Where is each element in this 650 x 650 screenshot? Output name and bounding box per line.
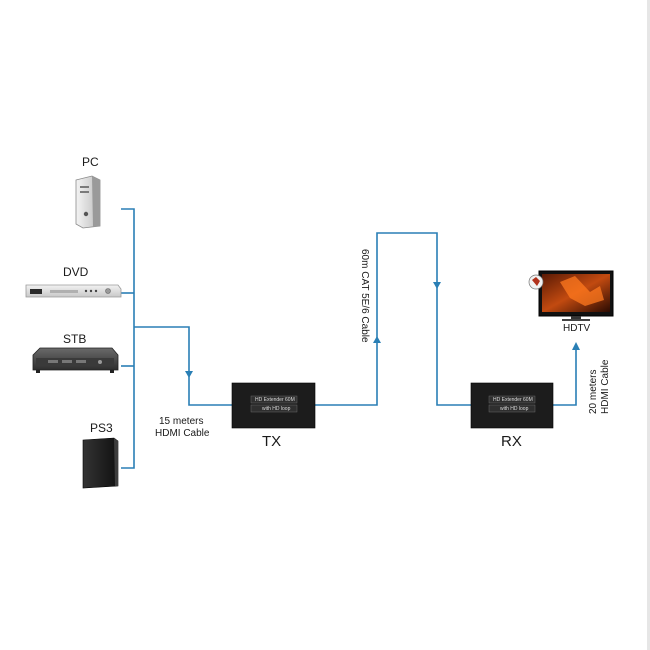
- page-edge: [647, 0, 650, 650]
- arrow-down-cat: [433, 282, 441, 289]
- hdtv-icon: [528, 270, 614, 321]
- output-cable-label: 20 meters HDMI Cable: [588, 360, 612, 414]
- input-cable-label: 15 meters HDMI Cable: [155, 416, 209, 440]
- input-cable-type: HDMI Cable: [155, 428, 210, 439]
- output-cable-length: 20 meters: [588, 369, 599, 414]
- rx-box-line2: with HD loop: [500, 406, 529, 412]
- pc-tower-icon: [75, 175, 101, 229]
- source-label-ps3: PS3: [90, 421, 113, 435]
- arrow-down-input: [185, 371, 193, 378]
- dvd-player-icon: [25, 284, 122, 298]
- output-cable-type: HDMI Cable: [600, 359, 611, 414]
- connection-lines: [121, 208, 577, 469]
- source-label-dvd: DVD: [63, 265, 89, 279]
- source-label-stb: STB: [63, 332, 87, 346]
- tx-box-line1: HD Extender 60M: [255, 397, 295, 403]
- hdtv-label: HDTV: [563, 323, 591, 334]
- source-bus-line: [121, 208, 135, 469]
- rx-box-icon: [470, 382, 554, 429]
- tx-label: TX: [262, 433, 282, 450]
- flow-arrows: [185, 282, 580, 378]
- tx-box-line2: with HD loop: [262, 406, 291, 412]
- rx-box-line1: HD Extender 60M: [493, 397, 533, 403]
- source-label-pc: PC: [82, 155, 99, 169]
- tx-box-icon: [231, 382, 316, 429]
- cat-cable-line: [315, 232, 471, 406]
- input-hdmi-line: [134, 326, 232, 406]
- arrow-up-cat: [373, 336, 381, 343]
- set-top-box-icon: [32, 347, 119, 373]
- ps3-console-icon: [82, 437, 119, 489]
- input-cable-length: 15 meters: [159, 416, 204, 427]
- rx-label: RX: [501, 433, 522, 450]
- cat-cable-label: 60m CAT 5E/6 Cable: [359, 249, 370, 343]
- arrow-up-output: [572, 342, 580, 350]
- output-hdmi-line: [553, 344, 577, 406]
